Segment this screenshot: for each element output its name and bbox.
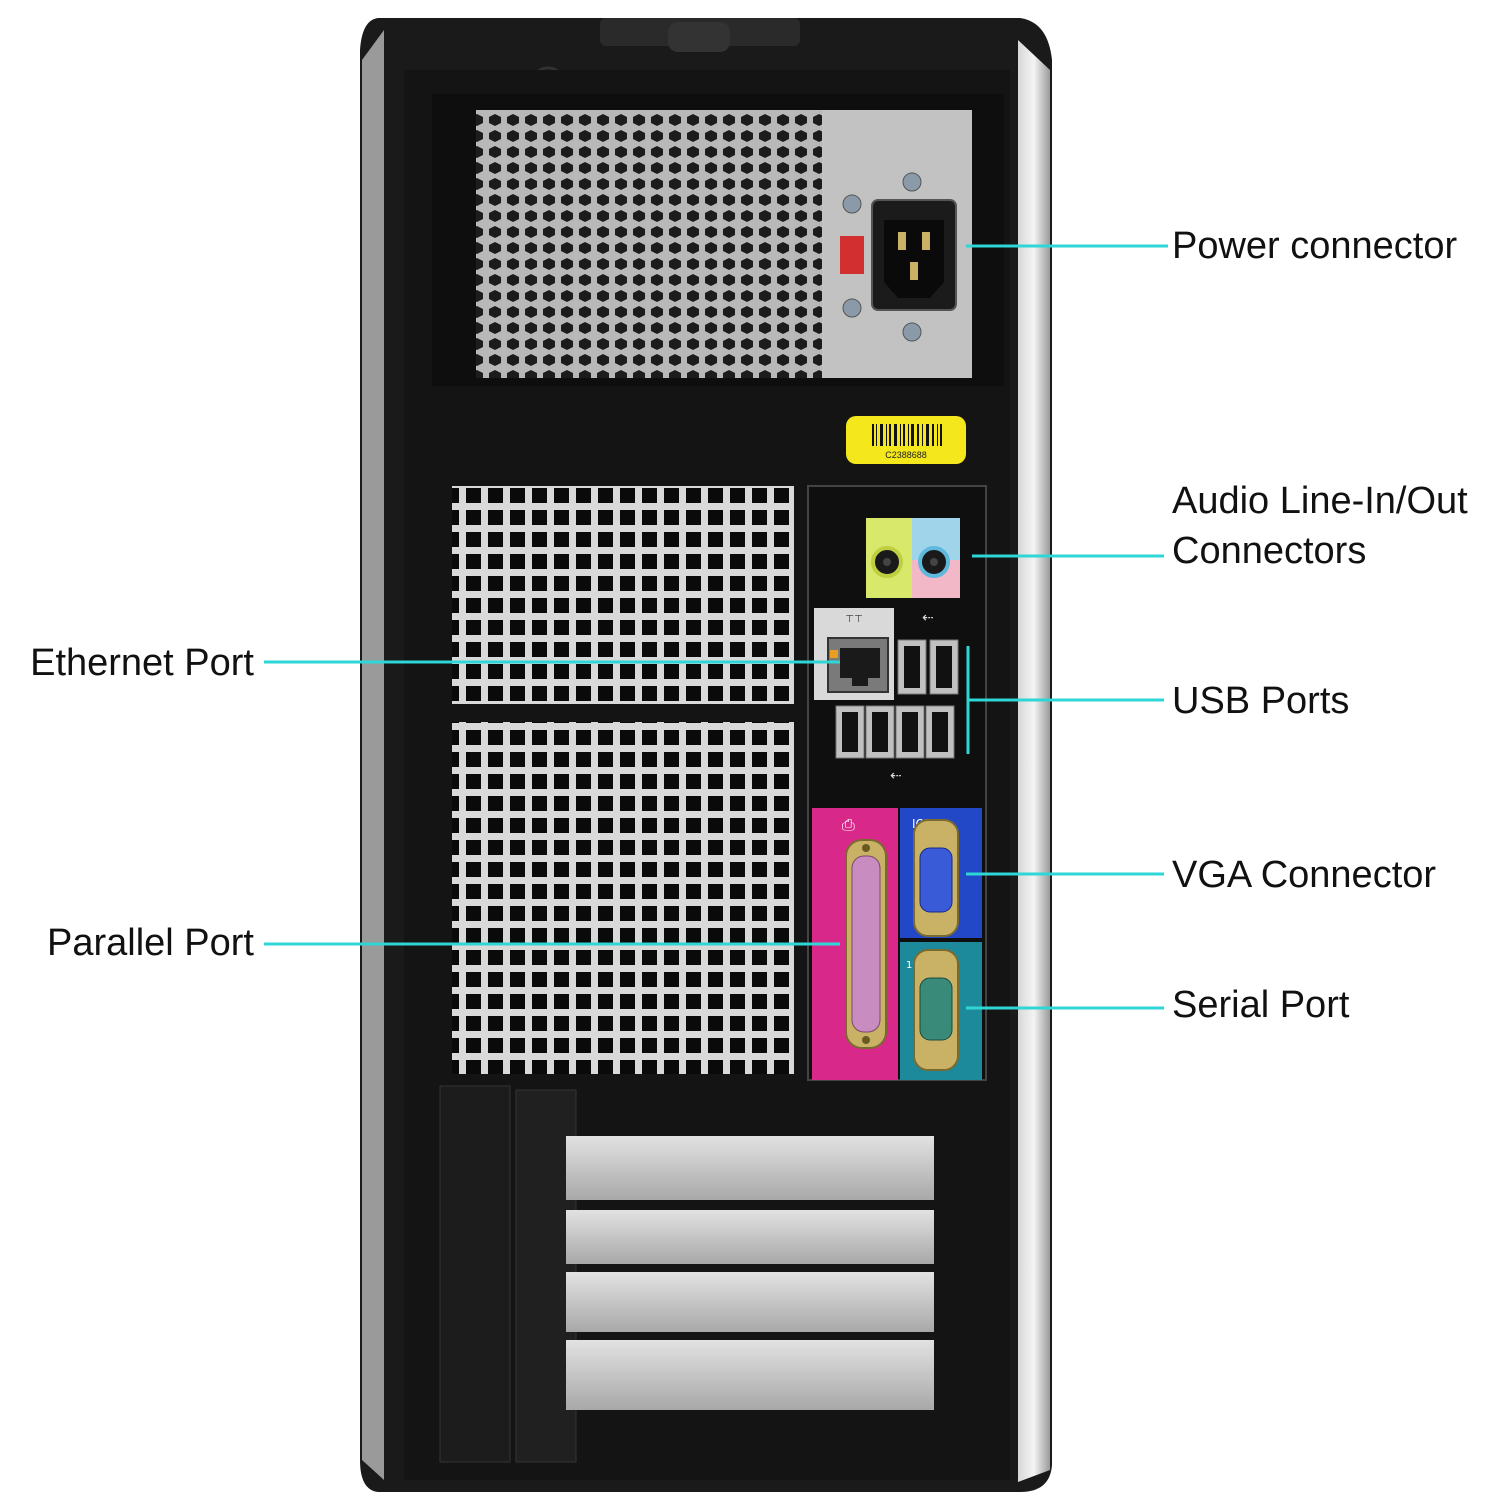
callout-vga-connector: VGA Connector — [1172, 854, 1437, 896]
voltage-switch[interactable] — [840, 236, 864, 274]
vga-port[interactable]: IOI — [900, 808, 982, 938]
upper-vent-grille — [452, 486, 794, 704]
screw-icon — [902, 172, 922, 192]
usb-icon: ⇠ — [890, 768, 902, 784]
slot-retention-latch[interactable] — [439, 1085, 511, 1463]
barcode-number: C2388688 — [885, 450, 927, 460]
screw-icon — [842, 298, 862, 318]
slot-cover — [566, 1272, 934, 1332]
ethernet-jack[interactable]: ⊤⊤ — [814, 608, 894, 700]
callout-audio-line2: Connectors — [1172, 530, 1367, 572]
screw-icon — [902, 322, 922, 342]
callout-power-connector: Power connector — [1172, 225, 1458, 267]
case-side-edge — [1018, 40, 1050, 1482]
ethernet-icon: ⊤⊤ — [845, 614, 862, 625]
callout-ethernet-port: Ethernet Port — [30, 642, 254, 684]
io-panel: ⊤⊤ ⇠ ⇠ ⎙ — [807, 485, 987, 1081]
case-left-edge — [362, 30, 384, 1480]
printer-icon: ⎙ — [842, 815, 855, 834]
psu-fan-grille — [476, 110, 822, 378]
power-inlet-icon — [871, 199, 957, 311]
serial-port[interactable]: 1010 — [900, 942, 982, 1080]
slot-cover — [566, 1210, 934, 1264]
case-top-latch — [668, 22, 730, 52]
screw-icon — [842, 194, 862, 214]
callout-lines — [264, 244, 1168, 1010]
callout-parallel-port: Parallel Port — [47, 922, 254, 964]
expansion-slots — [439, 1085, 934, 1463]
callout-serial-port: Serial Port — [1172, 984, 1350, 1026]
power-supply-unit — [432, 94, 1004, 386]
barcode-sticker: C2388688 — [846, 416, 966, 464]
slot-cover — [566, 1340, 934, 1410]
usb-icon: ⇠ — [922, 610, 934, 626]
callout-audio-line1: Audio Line-In/Out — [1172, 480, 1468, 522]
lower-vent-grille — [452, 722, 794, 1074]
callout-usb-ports: USB Ports — [1172, 680, 1350, 722]
slot-cover — [566, 1136, 934, 1200]
audio-jacks — [866, 518, 960, 598]
usb-ports[interactable]: ⇠ ⇠ — [835, 610, 959, 784]
